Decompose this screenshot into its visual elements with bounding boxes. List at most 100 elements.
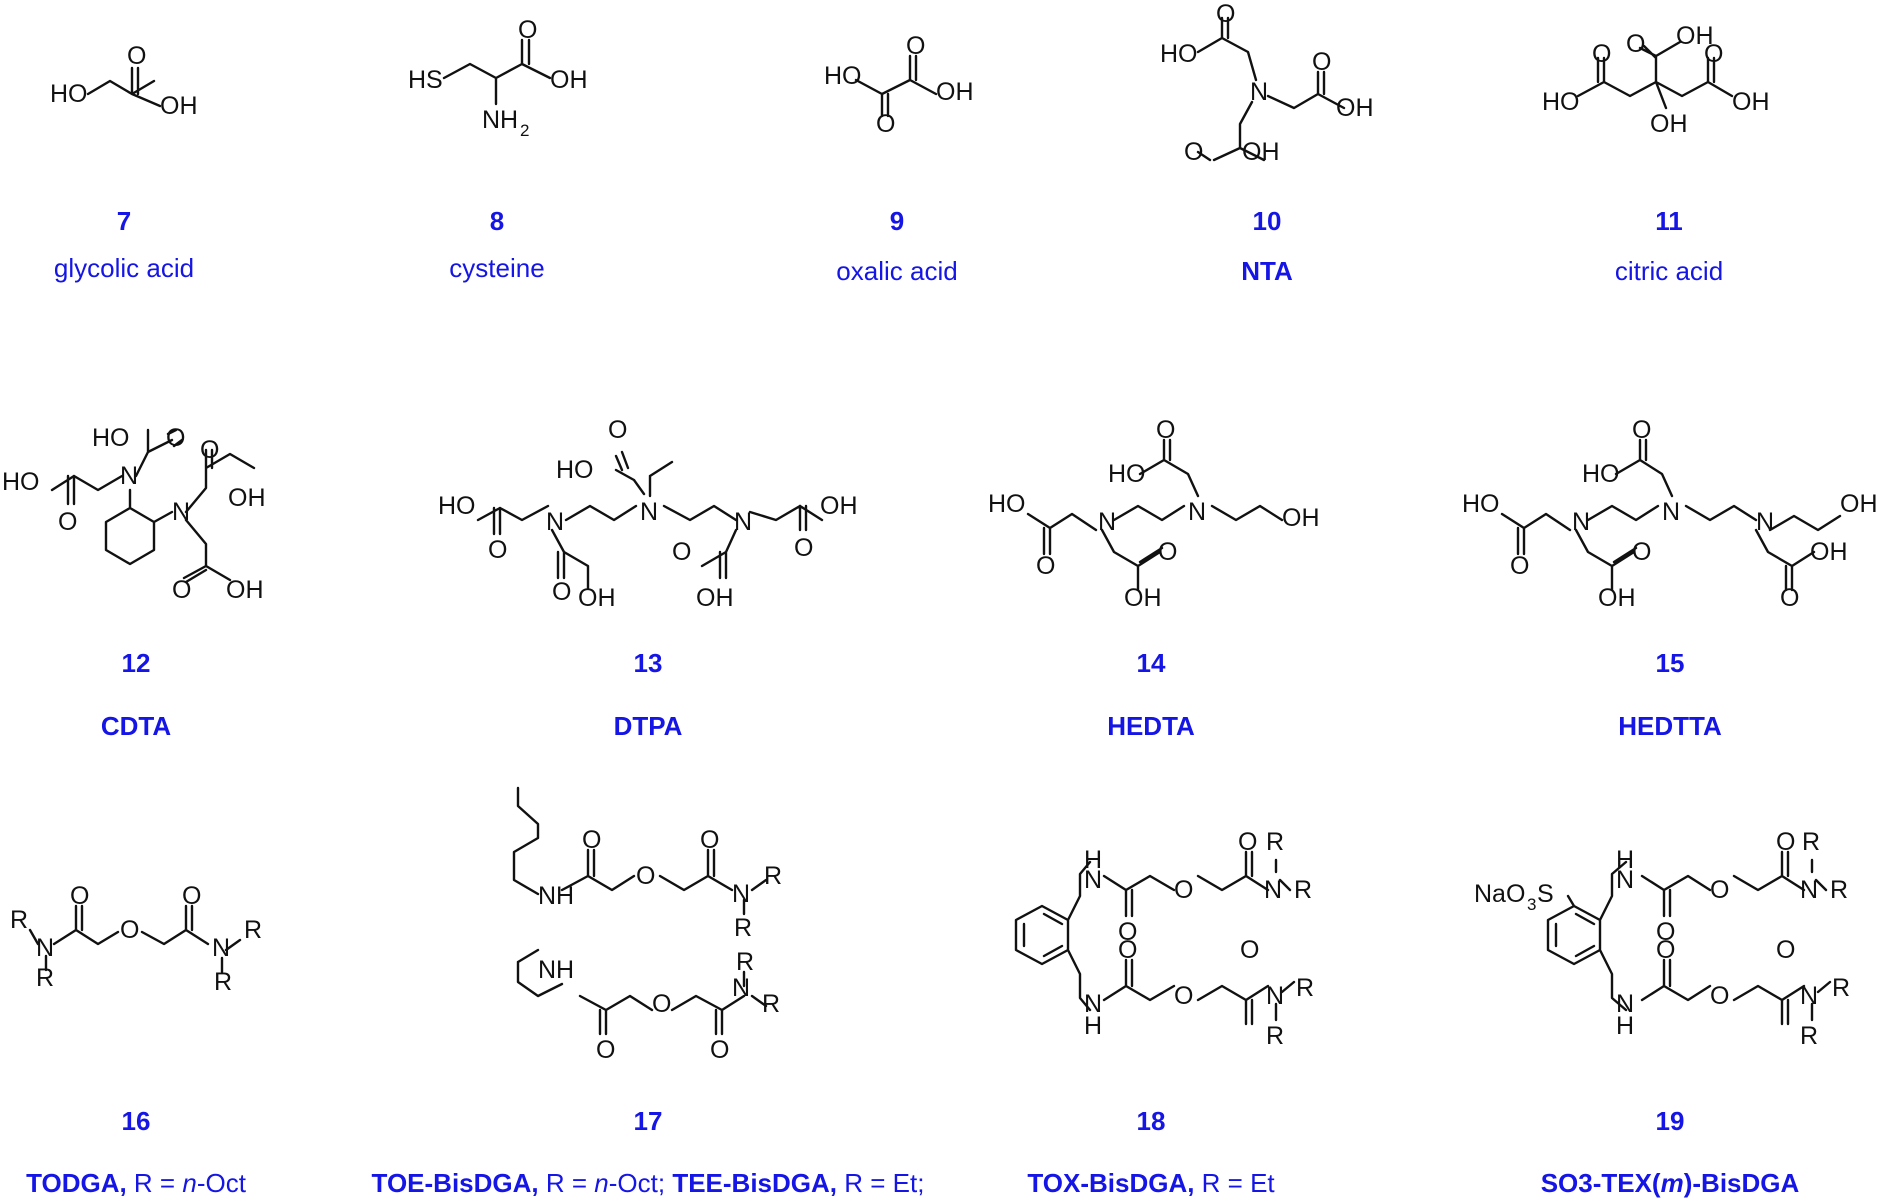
atom-label: O <box>1156 416 1175 444</box>
atom-label: N <box>1084 866 1102 894</box>
compound-number: 17 <box>634 1106 663 1136</box>
atom-label: O <box>1780 584 1799 612</box>
bonds-16 <box>28 904 242 974</box>
compound-number: 16 <box>122 1106 151 1136</box>
bonds-17 <box>512 786 768 1036</box>
atom-label: O <box>1656 918 1675 946</box>
atom-label: N <box>734 508 752 536</box>
atom-label: R <box>762 990 780 1018</box>
atom-label: O <box>1216 0 1235 28</box>
compound-name: cysteine <box>449 253 544 283</box>
atom-label: H <box>1616 1012 1634 1040</box>
structure-18: H N O O O N R R O O O N H N R R <box>1014 828 1314 1050</box>
compound-name: oxalic acid <box>836 256 957 286</box>
atom-label: OH <box>550 66 588 94</box>
name-rest-2: R = Et; <box>837 1168 924 1198</box>
atom-label: R <box>1802 828 1820 856</box>
atom-label: N <box>1662 498 1680 526</box>
bonds-12 <box>50 428 256 584</box>
atom-label: N <box>732 974 750 1002</box>
atom-label: O <box>1174 982 1193 1010</box>
compound-name: TOX-BisDGA, R = Et <box>1027 1168 1275 1198</box>
atom-label: O <box>876 110 895 138</box>
bonds-15 <box>1500 438 1842 592</box>
atom-label: N <box>1084 990 1102 1018</box>
atom-label: O <box>1118 918 1137 946</box>
atom-label: R <box>244 916 262 944</box>
atom-label: N <box>1572 508 1590 536</box>
structure-10: HO O N O OH O OH <box>1160 0 1374 166</box>
atom-label: R <box>214 968 232 996</box>
atom-label: O <box>166 424 185 452</box>
atom-label: O <box>608 416 627 444</box>
atom-label: O <box>1776 828 1795 856</box>
atom-label: NH <box>538 956 574 984</box>
atom-label: O <box>710 1036 729 1064</box>
name-tail: )-BisDGA <box>1684 1168 1800 1198</box>
atom-label: OH <box>1810 538 1848 566</box>
compound-number: 18 <box>1137 1106 1166 1136</box>
atom-label: HO <box>1160 40 1198 68</box>
atom-label: O <box>1632 538 1651 566</box>
name-italic: m <box>1661 1168 1684 1198</box>
atom-label: NH <box>482 106 518 134</box>
atom-label: OH <box>1732 88 1770 116</box>
atom-label: R <box>1294 876 1312 904</box>
bonds-9 <box>854 54 938 118</box>
structure-13: HO O N HO O N N O OH O OH O OH <box>438 416 858 612</box>
atom-label: N <box>1266 982 1284 1010</box>
atom-label: OH <box>578 584 616 612</box>
bonds-14 <box>1026 438 1284 592</box>
compound-name: CDTA <box>101 711 172 741</box>
atom-label: O <box>636 862 655 890</box>
atom-label: N <box>732 880 750 908</box>
atom-label: HO <box>556 456 594 484</box>
compound-name: glycolic acid <box>54 253 194 283</box>
compound-number: 14 <box>1137 648 1166 678</box>
atom-label: O <box>200 436 219 464</box>
compound-number: 12 <box>122 648 151 678</box>
atom-label: HO <box>1542 88 1580 116</box>
atom-label: NaO <box>1474 880 1525 908</box>
atom-label: N <box>172 498 190 526</box>
structure-19: NaO 3 S H N O O O N R R O O O N H N R R <box>1474 828 1850 1050</box>
atom-label: OH <box>1124 584 1162 612</box>
atom-label: O <box>1158 538 1177 566</box>
atom-label: O <box>1626 30 1645 58</box>
compound-name: NTA <box>1241 256 1293 286</box>
atom-label: HO <box>824 62 862 90</box>
compound-number: 13 <box>634 648 663 678</box>
atom-label: O <box>172 576 191 604</box>
atom-label: O <box>652 990 671 1018</box>
atom-label: R <box>734 914 752 942</box>
atom-label: O <box>1776 936 1795 964</box>
atom-label: R <box>36 964 54 992</box>
atom-subscript: 2 <box>520 121 529 140</box>
atom-label: O <box>1184 138 1203 166</box>
atom-label: N <box>1616 866 1634 894</box>
atom-label: OH <box>1336 94 1374 122</box>
atom-label: R <box>1832 974 1850 1002</box>
name-italic: n <box>182 1168 196 1198</box>
atom-label: O <box>518 16 537 44</box>
compound-name: TODGA, R = n-Oct <box>26 1168 247 1198</box>
atom-label: O <box>794 534 813 562</box>
structure-14: HO O N HO O N OH O OH <box>988 416 1320 612</box>
atom-label: N <box>1188 498 1206 526</box>
atom-label: O <box>1118 936 1137 964</box>
atom-label: OH <box>820 492 858 520</box>
atom-label: O <box>1592 40 1611 68</box>
name-rest: R = <box>127 1168 183 1198</box>
atom-label: S <box>1537 880 1554 908</box>
atom-label: O <box>672 538 691 566</box>
name-bold: TOX-BisDGA, <box>1027 1168 1194 1198</box>
name-tail: -Oct; <box>609 1168 673 1198</box>
atom-label: OH <box>228 484 266 512</box>
compound-number: 8 <box>490 206 504 236</box>
atom-label: R <box>1830 876 1848 904</box>
structure-15: HO O N HO O N N OH O OH OH O <box>1462 416 1878 612</box>
atom-label: N <box>1800 876 1818 904</box>
compound-name: SO3-TEX(m)-BisDGA <box>1541 1168 1800 1198</box>
atom-label: R <box>1800 1022 1818 1050</box>
atom-label: R <box>764 862 782 890</box>
